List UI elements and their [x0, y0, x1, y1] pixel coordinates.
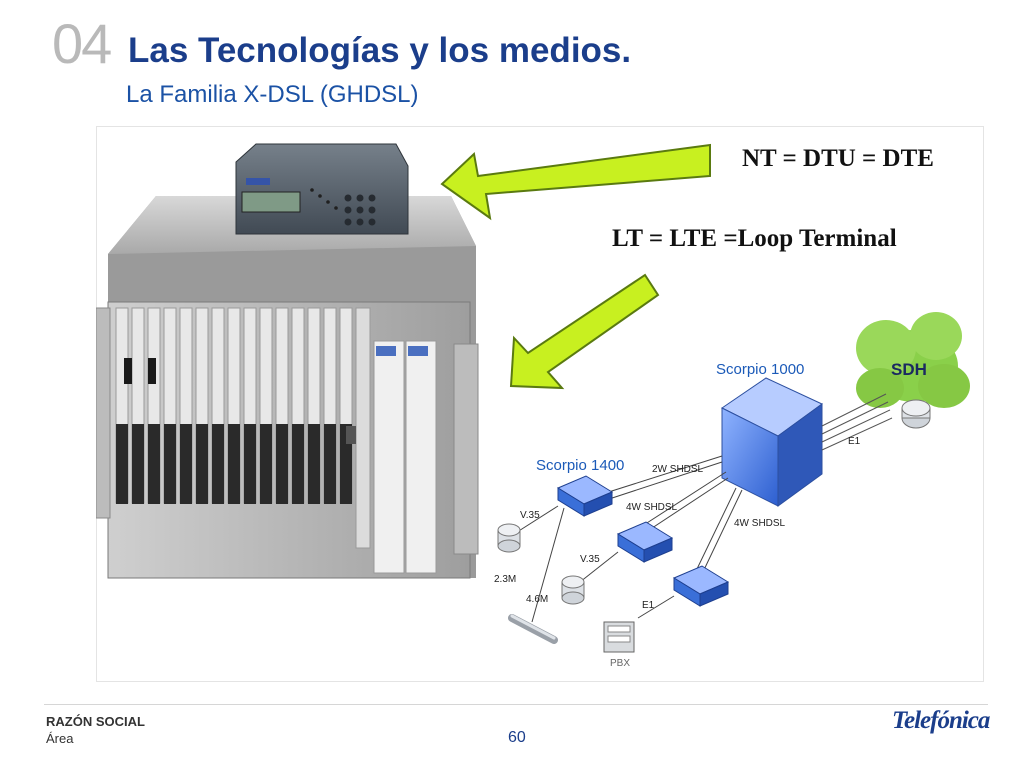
slide-subtitle: La Familia X-DSL (GHDSL) [126, 81, 419, 108]
scorpio-1400-device-c [672, 565, 730, 607]
telefonica-logo: Telefónica [892, 707, 990, 734]
ntu-modem [235, 143, 409, 235]
label-4w-shdsl-b: 4W SHDSL [734, 518, 786, 529]
section-number: 04 [52, 12, 112, 75]
label-scorpio-1400: Scorpio 1400 [536, 457, 624, 474]
label-nt: NT = DTU = DTE [742, 145, 934, 172]
label-e1-bottom: E1 [642, 600, 655, 611]
label-4w-shdsl-a: 4W SHDSL [626, 502, 678, 513]
rack-equipment [96, 196, 479, 579]
label-pbx: PBX [610, 658, 630, 669]
footer-divider [44, 704, 988, 705]
router-b [561, 575, 585, 605]
label-2w-shdsl: 2W SHDSL [652, 464, 704, 475]
xdsl-figure: NT = DTU = DTE LT = LTE =Loop Terminal S… [96, 126, 984, 682]
footer-company: RAZÓN SOCIAL [46, 714, 145, 729]
footer-area: Área [46, 731, 74, 746]
scorpio-1400-device-b [616, 521, 674, 563]
scorpio-1000-device [721, 377, 823, 507]
cable-pipe [508, 614, 558, 644]
label-v35-a: V.35 [520, 510, 540, 521]
label-lt: LT = LTE =Loop Terminal [612, 225, 897, 252]
sdh-cloud [856, 312, 970, 408]
arrow-to-nt [440, 143, 711, 221]
router-a [497, 523, 521, 553]
page-number: 60 [508, 729, 526, 746]
label-sdh: SDH [891, 360, 927, 379]
arrow-to-lt [509, 273, 660, 390]
label-rate-4-6m: 4.6M [526, 594, 548, 605]
network-diagram: SDH Scorpio 1000 E1 2W SHDSL 4 [494, 312, 970, 669]
label-e1-top: E1 [848, 436, 861, 447]
pbx-device [603, 621, 635, 653]
label-rate-2-3m: 2.3M [494, 574, 516, 585]
slide-title: Las Tecnologías y los medios. [128, 31, 632, 70]
scorpio-1400-device-a [556, 475, 614, 517]
label-scorpio-1000: Scorpio 1000 [716, 361, 804, 378]
label-v35-b: V.35 [580, 554, 600, 565]
